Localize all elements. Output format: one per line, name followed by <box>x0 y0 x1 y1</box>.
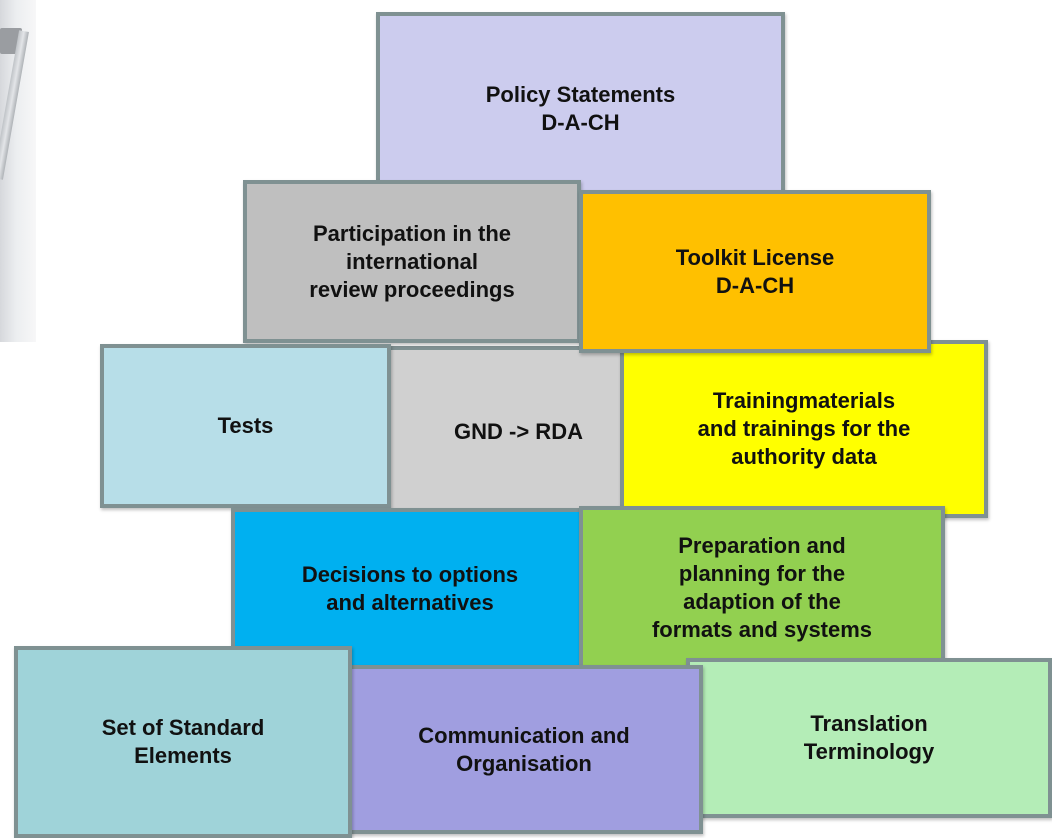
block-gnd-rda: GND -> RDA <box>353 346 644 518</box>
block-decisions-label: Decisions to options and alternatives <box>301 562 519 615</box>
block-tests: Tests <box>100 344 391 508</box>
block-participation-label: Participation in the international revie… <box>309 220 515 302</box>
block-standard-elements-label: Set of Standard Elements <box>101 715 265 768</box>
block-policy-statements-label: Policy Statements D-A-CH <box>485 81 676 135</box>
block-communication: Communication and Organisation <box>345 665 703 834</box>
block-communication-label: Communication and Organisation <box>418 722 630 776</box>
block-standard-elements: Set of Standard Elements <box>14 646 352 838</box>
photo-fragment <box>0 0 36 342</box>
block-tests-label: Tests <box>217 413 274 438</box>
block-training: Trainingmaterials and trainings for the … <box>620 340 988 518</box>
block-preparation-label: Preparation and planning for the adaptio… <box>651 532 873 642</box>
block-participation: Participation in the international revie… <box>243 180 581 343</box>
block-gnd-rda-label: GND -> RDA <box>454 419 583 444</box>
block-toolkit-license: Toolkit License D-A-CH <box>579 190 931 353</box>
block-training-label: Trainingmaterials and trainings for the … <box>697 388 911 469</box>
block-translation: Translation Terminology <box>686 658 1052 818</box>
block-preparation: Preparation and planning for the adaptio… <box>579 506 945 669</box>
block-translation-label: Translation Terminology <box>803 711 935 764</box>
block-policy-statements: Policy Statements D-A-CH <box>376 12 785 205</box>
block-toolkit-license-label: Toolkit License D-A-CH <box>675 244 835 298</box>
